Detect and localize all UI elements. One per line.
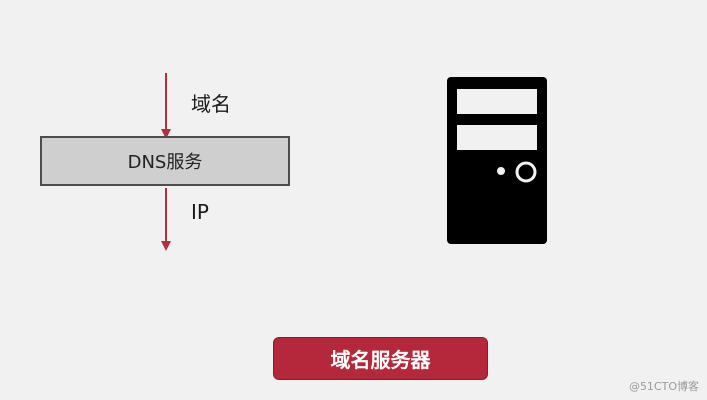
dns-service-label: DNS服务 xyxy=(127,152,203,173)
caption-text: 域名服务器 xyxy=(330,348,431,372)
output-label: IP xyxy=(191,200,209,224)
domain-server-caption: 域名服务器 xyxy=(273,337,488,380)
server-icon xyxy=(447,77,547,244)
dns-service-box: DNS服务 xyxy=(40,136,290,186)
watermark: @51CTO博客 xyxy=(628,380,699,393)
input-label: 域名 xyxy=(191,92,231,116)
